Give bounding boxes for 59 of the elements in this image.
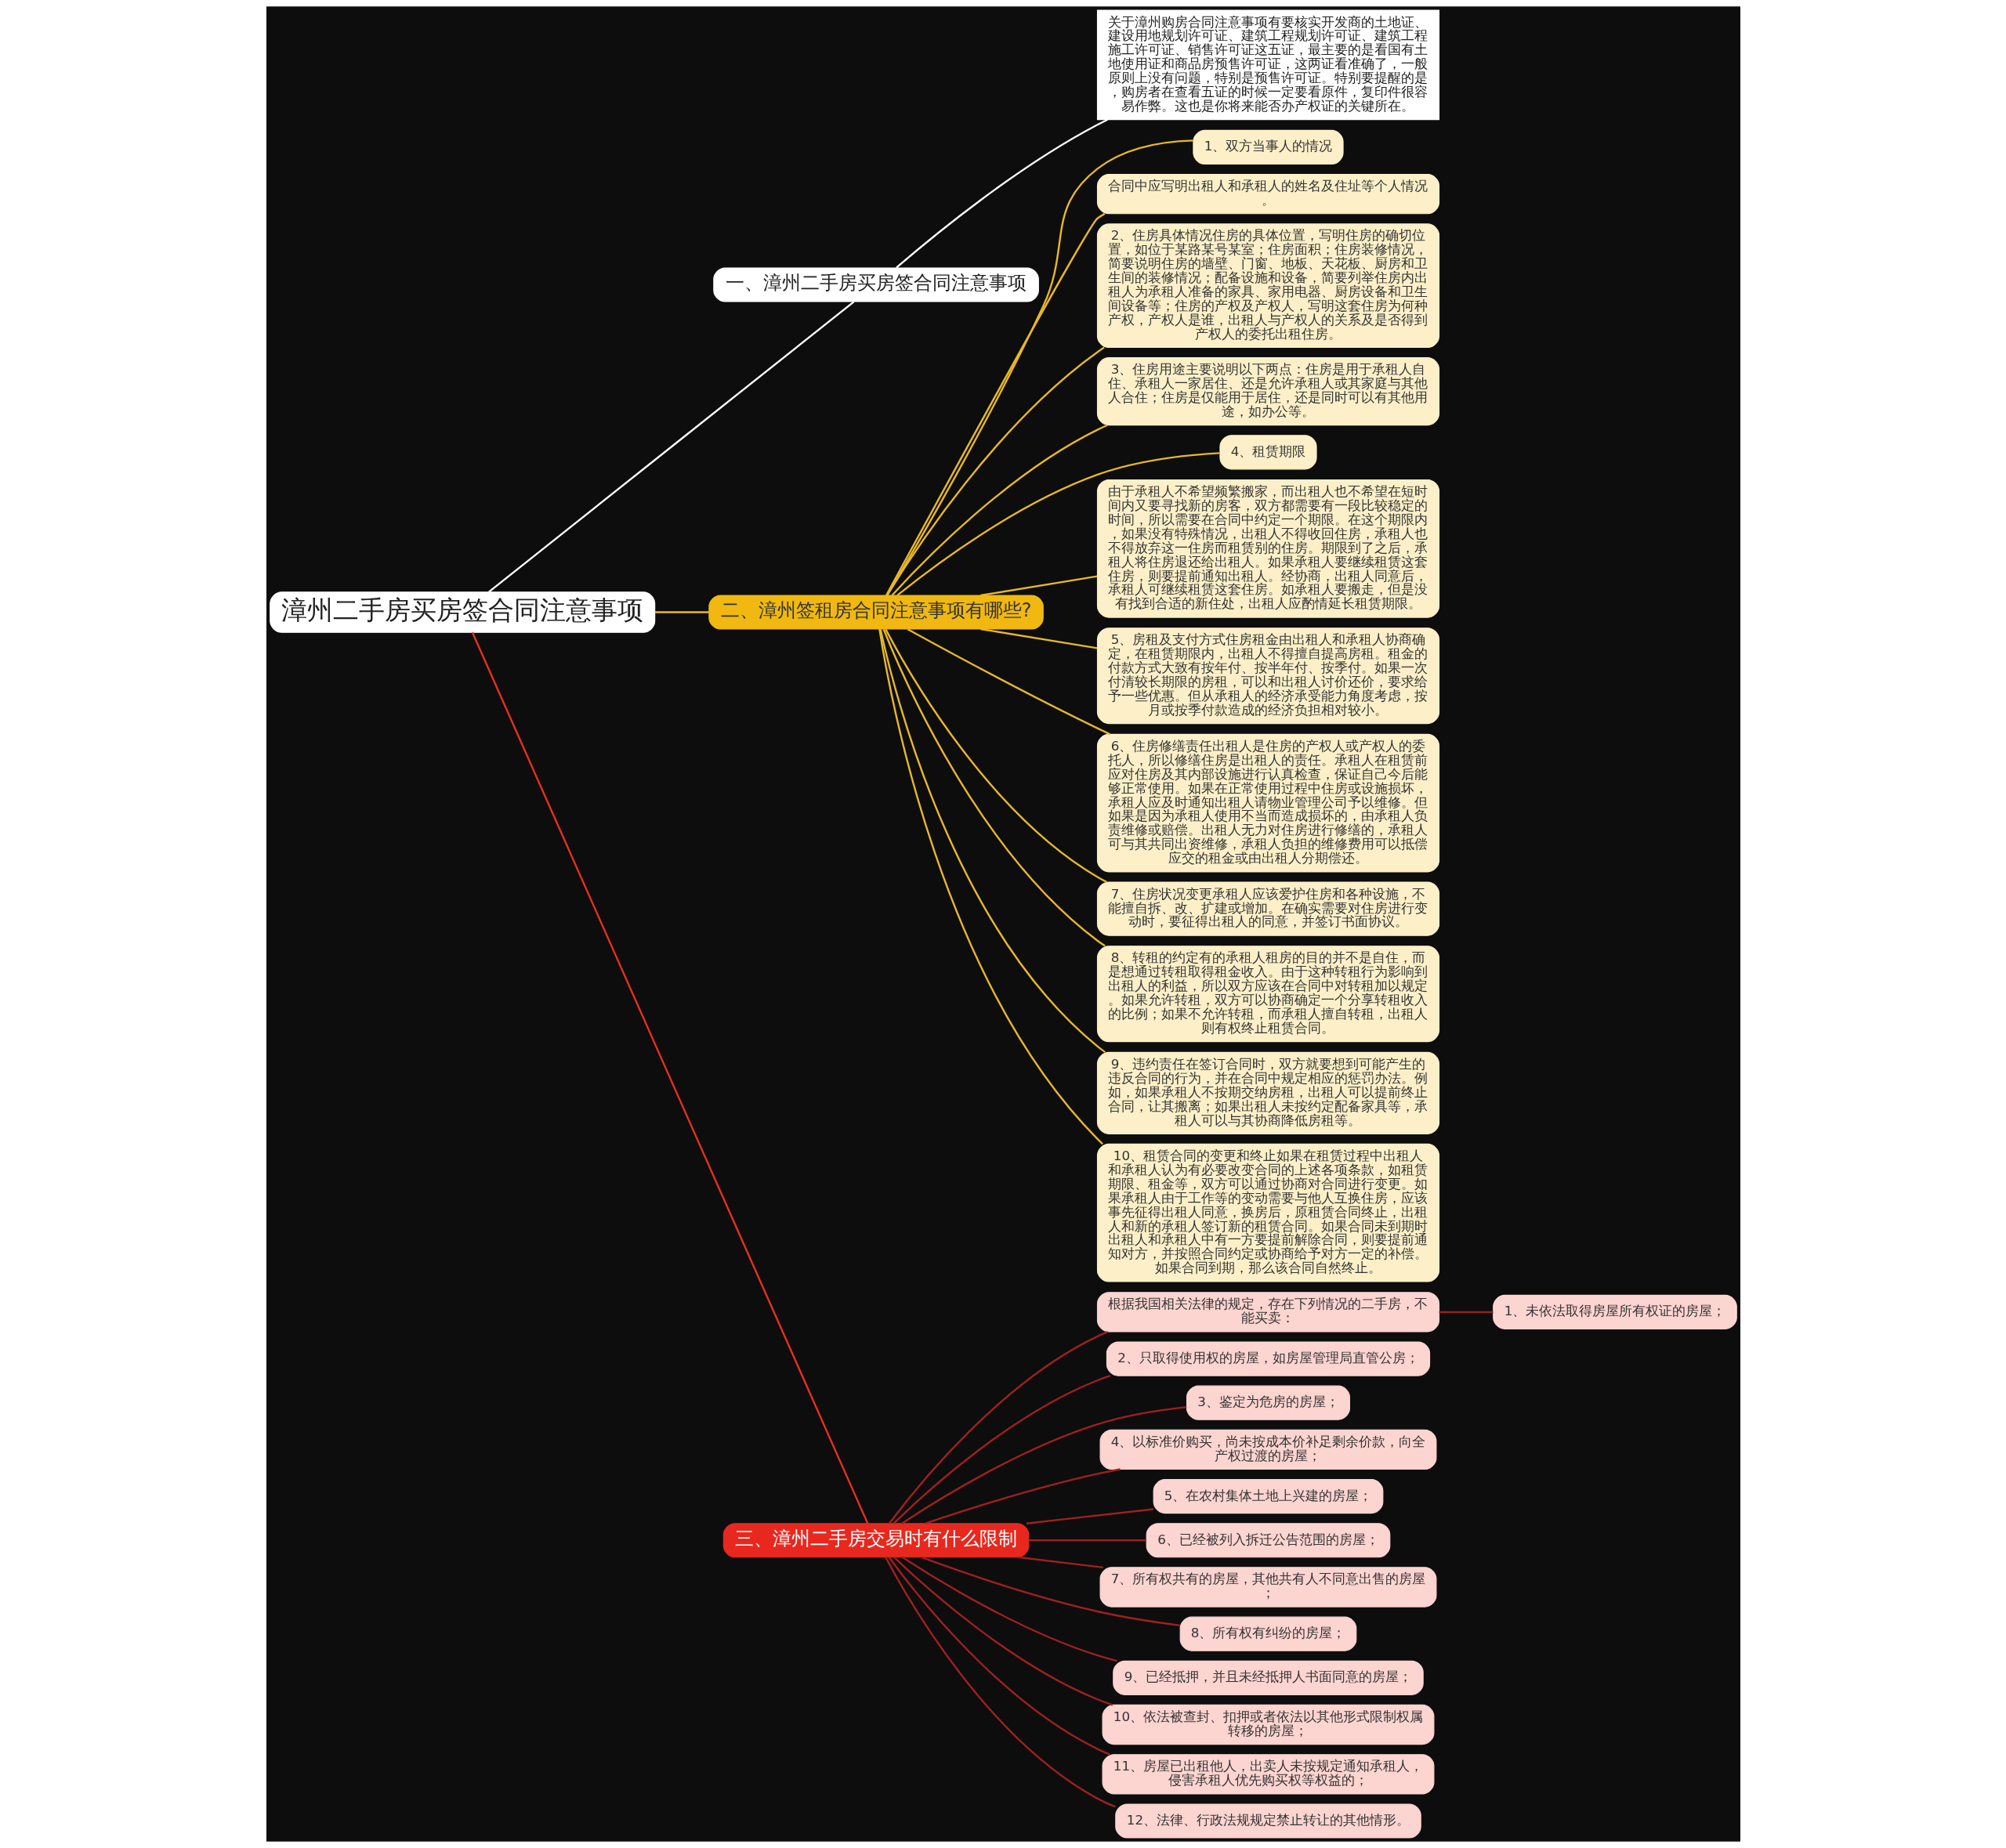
connector <box>885 346 1105 596</box>
connector <box>893 1375 1110 1524</box>
node-box: 7、所有权共有的房屋，其他共有人不同意出售的房屋； <box>1099 1567 1436 1608</box>
connector <box>907 628 1110 736</box>
connector <box>900 1405 1186 1524</box>
connector <box>979 627 1097 649</box>
connector <box>471 631 868 1524</box>
node-box: 1、双方当事人的情况 <box>1192 129 1344 165</box>
connector <box>896 452 1220 596</box>
node-box: 关于漳州购房合同注意事项有要核实开发商的土地证、建设用地规划许可证、建筑工程规划许可证、建筑工程施工许可证、销售许可证这五证，最主要的是看国有土地使用证和商品房预售许可证，这两证看准确了，一般原则上没有问题，特别是预售许可证。特别要提醒的是，购房者在查看五证的时候一定要看原件，复印件很容易作弊。这也是你将来能否办产权证的关键所在。 <box>1096 9 1439 121</box>
node-box: 合同中应写明出租人和承租人的姓名及住址等个人情况。 <box>1096 174 1439 215</box>
node-box: 5、在农村集体土地上兴建的房屋； <box>1153 1479 1383 1514</box>
node-box: 4、以标准价购买，尚未按成本价补足剩余价款，向全产权过渡的房屋； <box>1099 1429 1436 1470</box>
node-box: 8、所有权有纠纷的房屋； <box>1179 1616 1356 1651</box>
connector <box>878 628 1103 1145</box>
connector <box>888 1557 1110 1756</box>
node-box: 2、只取得使用权的房屋，如房屋管理局直管公房； <box>1106 1341 1430 1376</box>
node-box: 3、鉴定为危房的房屋； <box>1186 1385 1350 1420</box>
node-box: 漳州二手房买房签合同注意事项 <box>269 591 655 633</box>
node-box: 7、住房状况变更承租人应该爱护住房和各种设施，不能擅自拆、改、扩建或增加。在确实需要对住房进行变动时，要征得出租人的同意，并签订书面协议。 <box>1096 881 1439 936</box>
node-box: 11、房屋已出租他人，出卖人未按规定通知承租人，侵害承租人优先购买权等权益的； <box>1102 1754 1434 1795</box>
connector <box>888 1331 1108 1524</box>
node-box: 根据我国相关法律的规定，存在下列情况的二手房，不能买卖： <box>1096 1292 1439 1333</box>
connector <box>487 301 855 593</box>
connector <box>901 1556 1117 1662</box>
node-box: 三、漳州二手房交易时有什么限制 <box>722 1523 1029 1558</box>
connector <box>979 575 1097 597</box>
connector <box>879 629 1106 1054</box>
node-box: 5、房租及支付方式住房租金由出租人和承租人协商确定，在租赁期限内，出租人不得擅自提高房租。租金的付款方式大致有按年付、按半年付、按季付。如果一次付清较长期限的房租，可以和出租人讨价还价，要求给予一些优惠。但从承租人的经济承受能力角度考虑，按月或按季付款造成的经济负担相对较小。 <box>1096 627 1439 725</box>
connector <box>1017 1556 1103 1568</box>
connector <box>921 1556 1180 1626</box>
node-box: 2、住房具体情况住房的具体位置，写明住房的确切位置，如位于某路某号某室；住房面积；住房装修情况，简要说明住房的墙壁、门窗、地板、天花板、厨房和卫生间的装修情况；配备设施和设备，简要列举住房内出租人为承租人准备的家具、家用电器、厨房设备和卫生间设备等；住房的产权及产权人，写明这套住房为何种产权，产权人是谁，出租人与产权人的关系及是否得到产权人的委托出租住房。 <box>1096 223 1439 349</box>
node-box: 10、租赁合同的变更和终止如果在租赁过程中出租人和承租人认为有必要改变合同的上述各项条款，如租赁期限、租金等，双方可以通过协商对合同进行变更。如果承租人由于工作等的变动需要与他人互换住房，应该事先征得出租人同意，换房后，原租赁合同终止，出租人和新的承租人签订新的租赁合同。如果合同未到期时出租人和承租人中有一方要提前解除合同，则要提前通知对方，并按照合同约定或协商给予对方一定的补偿。如果合同到期，那么该合同自然终止。 <box>1096 1143 1439 1282</box>
connector <box>882 628 1106 947</box>
connector <box>654 611 709 613</box>
node-box: 3、住房用途主要说明以下两点：住房是用于承租人自住、承租人一家居住、还是允许承租人或其家庭与其他人合住；住房是仅能用于居住，还是同时可以有其他用途，如办公等。 <box>1096 357 1439 426</box>
node-box: 6、住房修缮责任出租人是住房的产权人或产权人的委托人，所以修缮住房是出租人的责任。承租人在租赁前应对住房及其内部设施进行认真检查，保证自己今后能够正常使用。如果在正常使用过程中住房或设施损坏，承租人应及时通知出租人请物业管理公司予以维修。但如果是因为承租人使用不当而造成损坏的，由承租人负责维修或赔偿。出租人无力对住房进行修缮的，承租人可与其共同出资维修，承租人负担的维修费用可以抵偿应交的租金或由出租人分期偿还。 <box>1096 733 1439 873</box>
connector <box>884 628 1107 883</box>
connector <box>885 139 1193 596</box>
connector <box>884 1557 1116 1808</box>
node-box: 1、未依法取得房屋所有权证的房屋； <box>1492 1294 1737 1329</box>
node-box: 6、已经被列入拆迁公告范围的房屋； <box>1146 1523 1390 1558</box>
node-box: 12、法律、行政法规规定禁止转让的其他情形。 <box>1114 1803 1421 1839</box>
connector <box>895 118 1108 269</box>
connector <box>891 424 1108 596</box>
connector <box>1026 1508 1153 1524</box>
node-box: 由于承租人不希望频繁搬家，而出租人也不希望在短时间内又要寻找新的房客，双方都需要有一段比较稳定的时间，所以需要在合同中约定一个期限。在这个期限内，如果没有特殊情况，出租人不得收回住房，承租人也不得放弃这一住房而租赁别的住房。期限到了之后，承租人将住房退还给出租人。如果承租人要继续租赁这套住房，则要提前通知出租人。经协商，出租人同意后，承租人可继续租赁这套住房。如承租人要搬走，但是没有找到合适的新住处，出租人应酌情延长租赁期限。 <box>1096 479 1439 618</box>
connector <box>885 212 1105 596</box>
connector <box>925 1468 1121 1524</box>
connector <box>1028 1539 1146 1542</box>
node-box: 一、漳州二手房买房签合同注意事项 <box>712 267 1039 302</box>
node-box: 10、依法被查封、扣押或者依法以其他形式限制权属转移的房屋； <box>1102 1704 1434 1745</box>
node-box: 8、转租的约定有的承租人租房的目的并不是自住，而是想通过转租取得租金收入。由于这种转租行为影响到出租人的利益，所以双方应该在合同中对转租加以规定。如果允许转租，双方可以协商确定一个分享转租收入的比例；如果不允许转租，而承租人擅自转租，出租人则有权终止租赁合同。 <box>1096 946 1439 1043</box>
connector <box>1439 1311 1494 1314</box>
connector <box>893 1556 1113 1706</box>
node-box: 9、违约责任在签订合同时，双方就要想到可能产生的违反合同的行为，并在合同中规定相应的惩罚办法。例如，如果承租人不按期交纳房租，出租人可以提前终止合同，让其搬离；如果出租人未按约定配备家具等，承租人可以与其协商降低房租等。 <box>1096 1051 1439 1134</box>
node-box: 4、租赁期限 <box>1218 435 1317 470</box>
node-box: 9、已经抵押，并且未经抵押人书面同意的房屋； <box>1112 1660 1424 1695</box>
node-box: 二、漳州签租房合同注意事项有哪些? <box>708 595 1044 630</box>
